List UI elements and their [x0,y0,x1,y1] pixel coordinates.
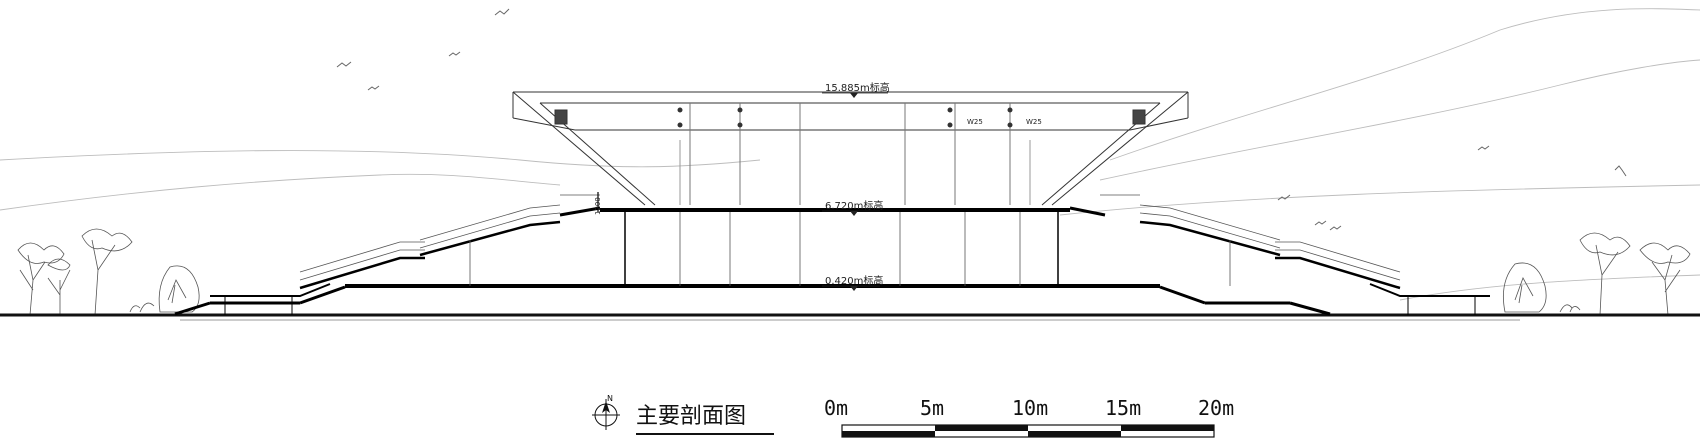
scale-segment [842,431,935,437]
elevation-marker-icon [850,286,858,291]
elevation-marker-icon [850,93,858,98]
north-label: N [607,394,613,403]
scale-tick-label: 5m [920,396,944,420]
elevation-ground: 0.420m标高 [822,274,883,291]
elevation-top-label: 15.885m标高 [825,81,890,94]
elevation-top: 15.885m标高 [822,81,890,98]
scale-segment [935,425,1028,431]
ground-line [0,313,1700,321]
north-arrow-icon [602,401,610,413]
elevation-marker-icon [850,211,858,216]
scale-tick-label: 20m [1198,396,1234,420]
scale-tick-label: 15m [1105,396,1141,420]
scale-tick-label: 10m [1012,396,1048,420]
scale-segment [1028,431,1121,437]
beam-tag-left: W25 [967,118,983,126]
dimension-tag: 1200 [594,197,602,215]
elevation-mid-label: 6.720m标高 [825,199,883,212]
north-arrow: N [592,394,620,430]
scale-tick-label: 0m [824,396,848,420]
ground-slab [174,284,1331,316]
left-staircase [210,192,600,315]
roof-structure [512,91,1189,206]
mid-slab [559,206,1106,286]
beam-tag-right: W25 [1026,118,1042,126]
birds [336,8,1627,231]
landscape-trees [17,228,1691,316]
drawing-title: 主要剖面图 [636,404,746,429]
right-staircase [1100,194,1490,315]
background-hills [0,8,1700,301]
elevation-mid: 6.720m标高 [822,199,883,216]
scale-segment [1121,425,1214,431]
elevation-ground-label: 0.420m标高 [825,274,883,287]
scale-bar: 0m 5m 10m 15m 20m [824,396,1234,438]
